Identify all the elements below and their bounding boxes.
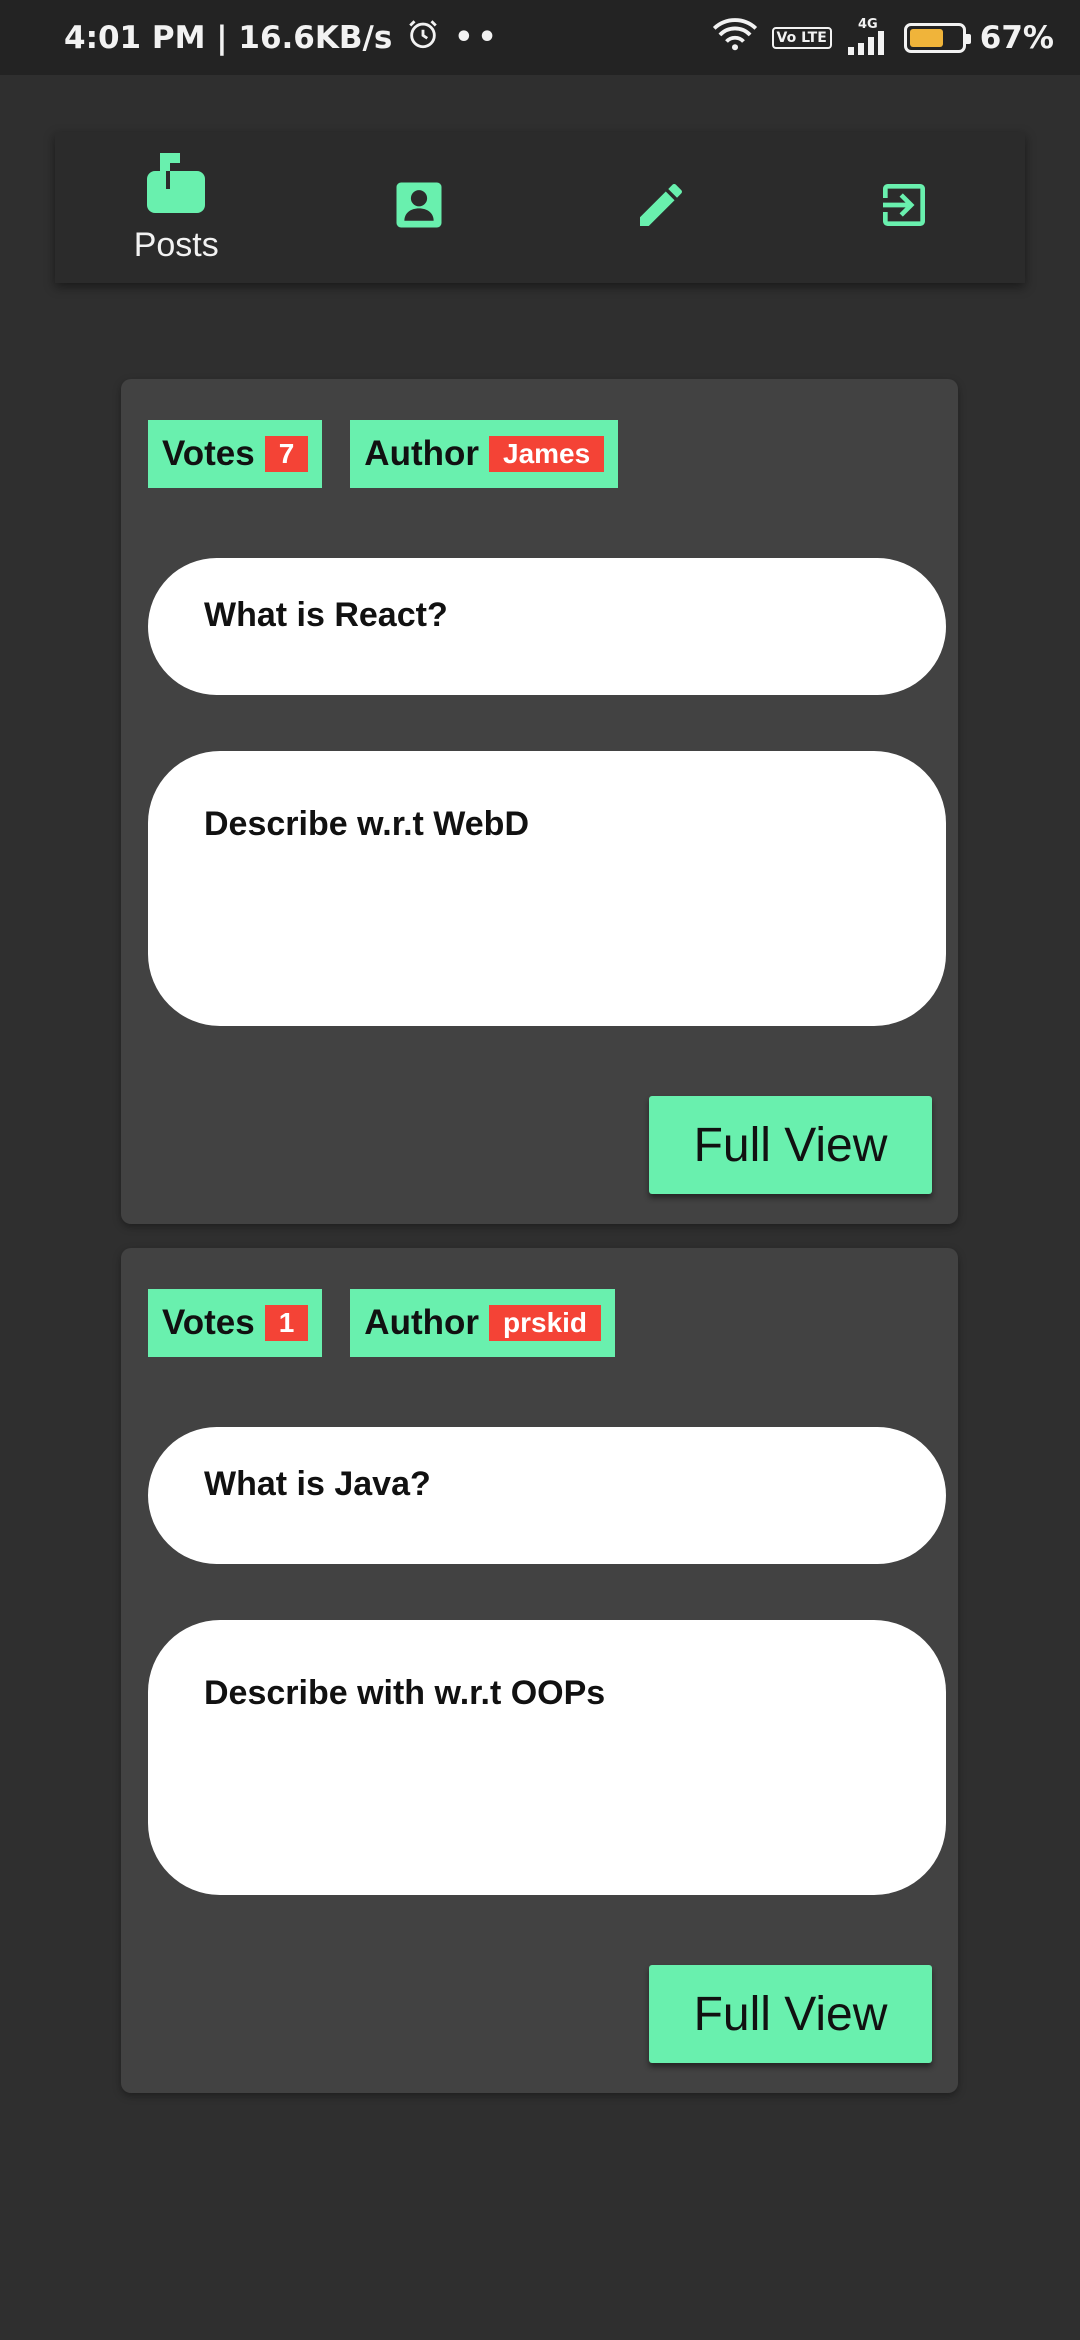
signal-icon — [846, 30, 890, 58]
network-indicator: 4G — [846, 18, 890, 58]
nav-label-posts: Posts — [133, 225, 219, 264]
author-badge: Author prskid — [350, 1289, 616, 1357]
battery-fill — [909, 28, 944, 47]
author-label: Author — [364, 1303, 479, 1342]
network-type: 4G — [857, 16, 878, 32]
account-box-icon — [392, 178, 446, 237]
votes-count: 1 — [264, 1305, 309, 1341]
post-title: What is React? — [148, 558, 946, 695]
nav-item-posts[interactable]: Posts — [96, 143, 256, 273]
author-label: Author — [364, 434, 479, 473]
time-network-speed: 4:01 PM | 16.6KB/s — [64, 19, 393, 56]
post-badges: Votes 7 Author James — [148, 420, 619, 488]
battery-percent: 67% — [979, 19, 1054, 56]
post-card: Votes 1 Author prskid What is Java? Desc… — [121, 1248, 958, 2093]
nav-item-profile[interactable] — [339, 143, 499, 273]
battery-icon — [903, 22, 971, 53]
nav-item-write[interactable] — [581, 143, 741, 273]
post-title: What is Java? — [148, 1427, 946, 1564]
exit-icon — [876, 177, 932, 238]
votes-label: Votes — [162, 1303, 255, 1342]
author-name: James — [489, 436, 605, 472]
status-bar: 4:01 PM | 16.6KB/s •• Vo LTE 4G 67% — [0, 0, 1080, 75]
top-navigation: Posts — [55, 132, 1025, 283]
volte-indicator: Vo LTE — [771, 26, 832, 49]
votes-badge: Votes 1 — [148, 1289, 323, 1357]
author-name: prskid — [489, 1305, 602, 1341]
post-card: Votes 7 Author James What is React? Desc… — [121, 379, 958, 1224]
status-left: 4:01 PM | 16.6KB/s •• — [64, 17, 501, 59]
mailbox-icon — [146, 151, 206, 220]
votes-count: 7 — [264, 436, 309, 472]
full-view-button[interactable]: Full View — [649, 1096, 932, 1194]
status-right: Vo LTE 4G 67% — [712, 17, 1054, 59]
nav-item-logout[interactable] — [824, 143, 984, 273]
notification-dots: •• — [454, 20, 501, 55]
post-description: Describe with w.r.t OOPs — [148, 1620, 946, 1895]
post-description: Describe w.r.t WebD — [148, 751, 946, 1026]
votes-badge: Votes 7 — [148, 420, 323, 488]
post-badges: Votes 1 Author prskid — [148, 1289, 616, 1357]
full-view-button[interactable]: Full View — [649, 1965, 932, 2063]
wifi-icon — [712, 17, 758, 59]
pencil-icon — [633, 177, 689, 238]
alarm-icon — [406, 17, 440, 59]
author-badge: Author James — [350, 420, 619, 488]
votes-label: Votes — [162, 434, 255, 473]
